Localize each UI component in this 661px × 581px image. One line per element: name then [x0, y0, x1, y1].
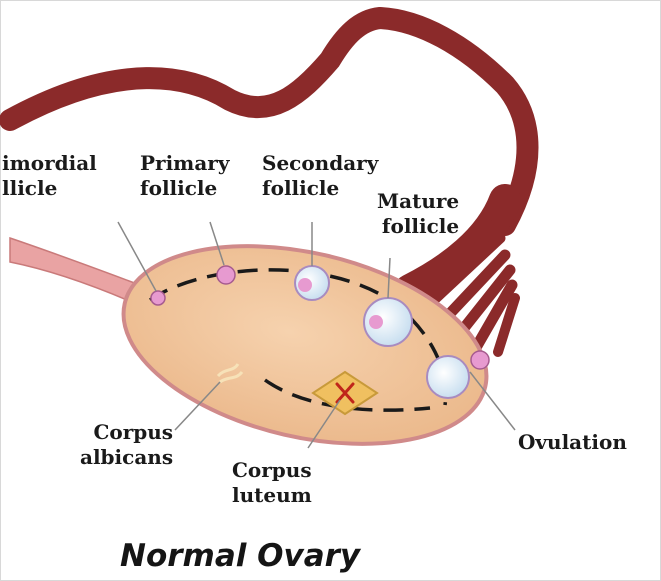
mature-follicle — [364, 298, 412, 346]
diagram-caption: Normal Ovary — [120, 538, 360, 574]
secondary-follicle — [295, 266, 329, 300]
primary-follicle — [217, 266, 235, 284]
label-ovulation: Ovulation — [518, 430, 627, 455]
primordial-follicle — [151, 291, 165, 305]
